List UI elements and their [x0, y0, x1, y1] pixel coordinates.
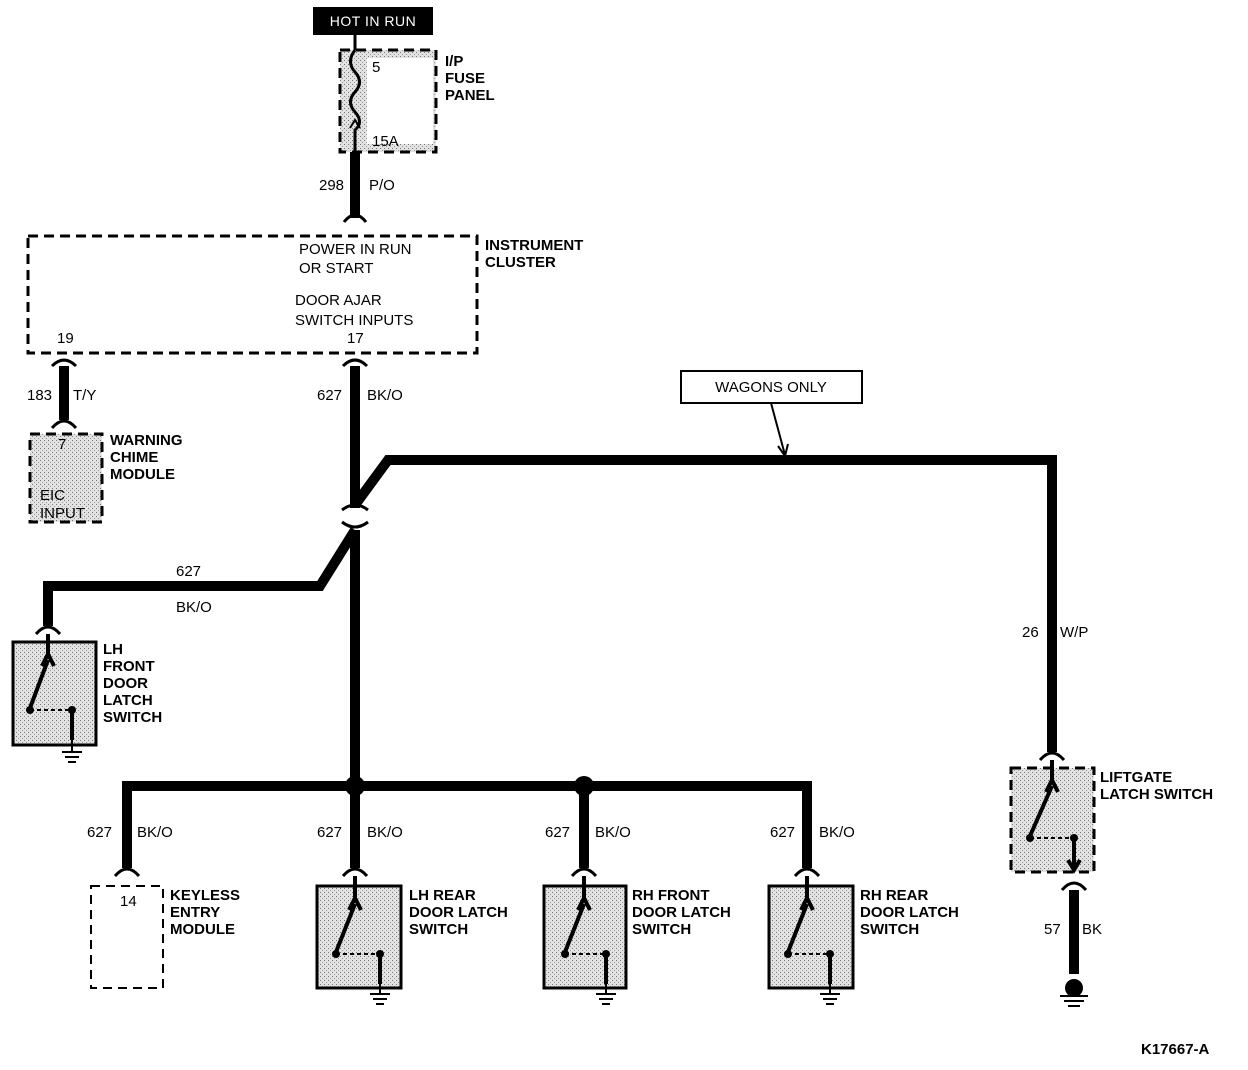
instrument-cluster: POWER IN RUN OR START DOOR AJAR SWITCH I…	[26, 234, 583, 355]
svg-text:627: 627	[545, 824, 570, 841]
svg-text:LATCH: LATCH	[103, 692, 153, 709]
svg-text:SWITCH INPUTS: SWITCH INPUTS	[295, 312, 413, 329]
svg-text:SWITCH: SWITCH	[860, 921, 919, 938]
svg-text:CHIME: CHIME	[110, 449, 158, 466]
svg-text:HOT IN RUN: HOT IN RUN	[330, 13, 416, 29]
svg-text:DOOR LATCH: DOOR LATCH	[860, 904, 959, 921]
svg-text:RH FRONT: RH FRONT	[632, 887, 710, 904]
svg-text:BK/O: BK/O	[137, 824, 173, 841]
fuse-panel: 5 15A I/P FUSE PANEL	[338, 35, 495, 154]
svg-text:627: 627	[317, 824, 342, 841]
svg-text:LATCH SWITCH: LATCH SWITCH	[1100, 786, 1213, 803]
wire-183: 183 T/Y	[27, 358, 96, 430]
splice-connector	[341, 503, 369, 529]
rh-front-door-latch-switch: RH FRONT DOOR LATCH SWITCH	[542, 867, 731, 1005]
svg-text:183: 183	[27, 387, 52, 404]
svg-text:BK/O: BK/O	[367, 387, 403, 404]
svg-text:BK/O: BK/O	[176, 599, 212, 616]
svg-text:LIFTGATE: LIFTGATE	[1100, 769, 1172, 786]
door-switch-bus	[122, 530, 812, 868]
warning-chime-module: 7 EIC INPUT WARNING CHIME MODULE	[28, 432, 183, 524]
wire-627-lh-front: 627 BK/O	[34, 527, 360, 636]
svg-text:DOOR LATCH: DOOR LATCH	[632, 904, 731, 921]
svg-text:298: 298	[319, 177, 344, 194]
svg-text:DOOR: DOOR	[103, 675, 148, 692]
rh-rear-door-latch-switch: RH REAR DOOR LATCH SWITCH	[767, 867, 959, 1005]
svg-text:W/P: W/P	[1060, 624, 1088, 641]
svg-text:57: 57	[1044, 921, 1061, 938]
svg-text:7: 7	[58, 436, 66, 453]
svg-text:WARNING: WARNING	[110, 432, 183, 449]
svg-text:P/O: P/O	[369, 177, 395, 194]
svg-text:627: 627	[770, 824, 795, 841]
svg-text:17: 17	[347, 330, 364, 347]
svg-text:627: 627	[176, 563, 201, 580]
liftgate-latch-switch: LIFTGATE LATCH SWITCH	[1009, 760, 1213, 874]
svg-text:OR START: OR START	[299, 260, 373, 277]
svg-text:PANEL: PANEL	[445, 87, 495, 104]
svg-text:INSTRUMENT: INSTRUMENT	[485, 237, 583, 254]
svg-text:POWER IN RUN: POWER IN RUN	[299, 241, 412, 258]
svg-text:FUSE: FUSE	[445, 70, 485, 87]
branch-labels: 627 BK/O 627 BK/O 627 BK/O 627 BK/O	[87, 824, 855, 841]
svg-text:RH REAR: RH REAR	[860, 887, 929, 904]
svg-text:T/Y: T/Y	[73, 387, 96, 404]
fuse-rating: 15A	[372, 133, 399, 150]
wire-298: 298 P/O	[319, 152, 395, 223]
wagons-only-callout: WAGONS ONLY	[680, 370, 863, 459]
svg-text:DOOR AJAR: DOOR AJAR	[295, 292, 382, 309]
svg-text:BK: BK	[1082, 921, 1102, 938]
lh-rear-door-latch-switch: LH REAR DOOR LATCH SWITCH	[315, 867, 508, 1005]
svg-text:26: 26	[1022, 624, 1039, 641]
keyless-entry-module: 14 KEYLESS ENTRY MODULE	[90, 867, 240, 989]
lh-front-door-latch-switch: LH FRONT DOOR LATCH SWITCH	[11, 634, 162, 763]
svg-text:CLUSTER: CLUSTER	[485, 254, 556, 271]
svg-text:INPUT: INPUT	[40, 505, 85, 522]
svg-text:LH REAR: LH REAR	[409, 887, 476, 904]
hot-in-run-banner: HOT IN RUN	[313, 7, 433, 35]
svg-text:14: 14	[120, 893, 137, 910]
svg-text:ENTRY: ENTRY	[170, 904, 220, 921]
svg-text:I/P: I/P	[445, 53, 463, 70]
svg-text:DOOR LATCH: DOOR LATCH	[409, 904, 508, 921]
fuse-number: 5	[372, 59, 380, 76]
wire-26-wagons: 26 W/P	[350, 455, 1088, 762]
svg-text:EIC: EIC	[40, 487, 65, 504]
figure-id: K17667-A	[1141, 1041, 1210, 1058]
svg-text:SWITCH: SWITCH	[103, 709, 162, 726]
wire-627-main: 627 BK/O	[317, 358, 403, 508]
wire-57-ground: 57 BK	[1044, 881, 1102, 1007]
svg-text:BK/O: BK/O	[367, 824, 403, 841]
svg-text:MODULE: MODULE	[170, 921, 235, 938]
svg-text:LH: LH	[103, 641, 123, 658]
svg-text:SWITCH: SWITCH	[632, 921, 691, 938]
svg-text:WAGONS ONLY: WAGONS ONLY	[715, 379, 827, 396]
svg-text:MODULE: MODULE	[110, 466, 175, 483]
svg-text:BK/O: BK/O	[595, 824, 631, 841]
svg-text:19: 19	[57, 330, 74, 347]
svg-text:SWITCH: SWITCH	[409, 921, 468, 938]
svg-text:FRONT: FRONT	[103, 658, 155, 675]
svg-text:KEYLESS: KEYLESS	[170, 887, 240, 904]
svg-text:627: 627	[87, 824, 112, 841]
svg-text:627: 627	[317, 387, 342, 404]
svg-text:BK/O: BK/O	[819, 824, 855, 841]
